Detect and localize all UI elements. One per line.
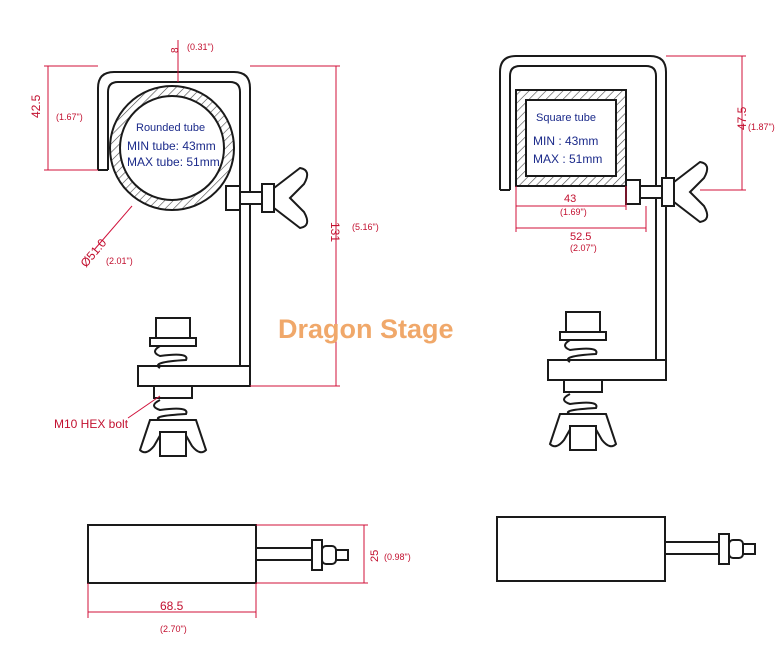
right-clamp-view: Square tube MIN : 43mm MAX : 51mm 47.5 (… bbox=[499, 55, 775, 451]
left-wing-nut-side bbox=[273, 166, 309, 230]
square-tube-max: MAX : 51mm bbox=[533, 152, 602, 166]
bottom-width-dim-in: (2.70") bbox=[160, 624, 187, 634]
watermark: Dragon Stage bbox=[278, 314, 454, 344]
bottom-thickness-dim-in: (0.98") bbox=[384, 552, 411, 562]
top-gap-dim: 8 bbox=[170, 47, 181, 53]
bottom-left-block bbox=[87, 524, 257, 584]
right-hook-depth-dim-in: (1.87") bbox=[748, 122, 775, 132]
bottom-left-view: 68.5 (2.70") 25 (0.98") bbox=[87, 524, 411, 634]
square-tube-min: MIN : 43mm bbox=[533, 134, 598, 148]
round-tube-min: MIN tube: 43mm bbox=[127, 139, 216, 153]
round-tube-max: MAX tube: 51mm bbox=[127, 155, 220, 169]
round-tube-title: Rounded tube bbox=[136, 122, 205, 134]
bottom-width-dim: 68.5 bbox=[160, 599, 184, 613]
right-wing-nut-side bbox=[673, 160, 709, 224]
diameter-dim-in: (2.01") bbox=[106, 256, 133, 266]
outer-width-dim: 52.5 bbox=[570, 231, 591, 243]
inner-width-dim: 43 bbox=[564, 193, 576, 205]
hook-depth-dim: 42.5 bbox=[29, 94, 43, 118]
height-dim-in: (5.16") bbox=[352, 222, 379, 232]
hook-depth-dim-in: (1.67") bbox=[56, 112, 83, 122]
diameter-dim: Ø51.0 bbox=[78, 236, 110, 270]
left-clamp-view: Rounded tube MIN tube: 43mm MAX tube: 51… bbox=[29, 40, 379, 457]
bottom-thickness-dim: 25 bbox=[369, 550, 381, 562]
bottom-right-block bbox=[496, 516, 666, 582]
outer-width-dim-in: (2.07") bbox=[570, 243, 597, 253]
height-dim: 131 bbox=[328, 222, 342, 242]
bottom-right-view bbox=[496, 516, 756, 582]
top-gap-dim-in: (0.31") bbox=[187, 42, 214, 52]
right-hook-depth-dim: 47.5 bbox=[735, 106, 749, 130]
hex-bolt-head bbox=[155, 317, 191, 341]
inner-width-dim-in: (1.69") bbox=[560, 207, 587, 217]
bolt-label: M10 HEX bolt bbox=[54, 417, 129, 431]
square-tube-title: Square tube bbox=[536, 112, 596, 124]
